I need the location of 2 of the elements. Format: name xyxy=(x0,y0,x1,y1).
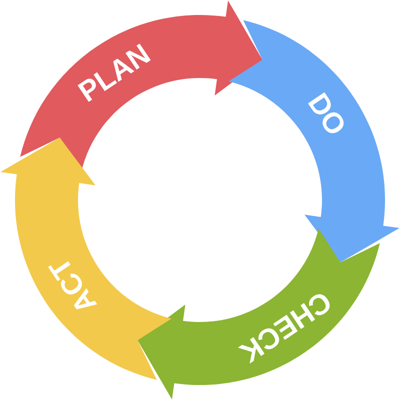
arrow-segment: ACT xyxy=(0,138,172,380)
arrow-segment: DO xyxy=(228,20,400,262)
